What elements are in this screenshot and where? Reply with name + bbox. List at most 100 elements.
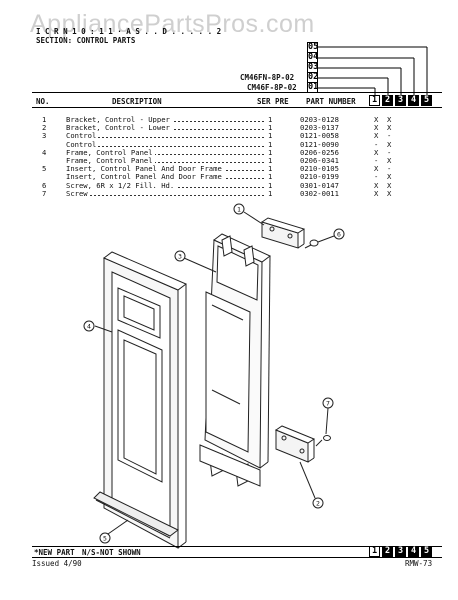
part-qty: 1 (268, 147, 273, 157)
control-panel-frame-drawing (103, 251, 187, 549)
issued-date: Issued 4/90 (32, 559, 82, 568)
dotted-leader (66, 139, 266, 149)
part-qty: 1 (268, 188, 273, 198)
col-head-no: NO. (36, 97, 50, 106)
dotted-leader (66, 147, 266, 157)
screw-7-drawing (315, 435, 331, 447)
callout-2: 2 (316, 500, 320, 508)
dotted-leader (66, 156, 266, 165)
col-head-4: 4 (408, 95, 419, 106)
part-col-1: X (374, 180, 379, 190)
part-col-1: X (374, 115, 379, 124)
part-number: 0206-0256 (300, 147, 339, 157)
part-col-2: X (387, 123, 392, 133)
part-no: 6 (42, 180, 47, 190)
part-col-1: X (374, 188, 379, 198)
col-head-description: DESCRIPTION (112, 97, 162, 106)
footer-not-shown: N/S-NOT SHOWN (82, 548, 141, 557)
part-number: 0121-0090 (300, 139, 339, 149)
part-description: Bracket, Control - Upper (66, 115, 172, 124)
bracket-lower-drawing (274, 425, 316, 463)
part-number: 0210-0199 (300, 172, 339, 182)
part-no: 1 (42, 115, 47, 124)
footer-col-3: 3 (395, 546, 406, 557)
part-no: 4 (42, 147, 47, 157)
part-description: Screw (66, 188, 90, 198)
part-qty: 1 (268, 123, 273, 133)
footer-col-5: 5 (421, 546, 432, 557)
part-qty: 1 (268, 164, 273, 174)
part-col-2: X (387, 115, 392, 124)
part-col-1: X (374, 131, 379, 141)
callout-6: 6 (337, 231, 341, 239)
part-col-1: - (374, 156, 379, 165)
watermark: AppliancePartsPros.com (30, 10, 315, 38)
part-qty: 1 (268, 139, 273, 149)
footer-col-2: 2 (382, 546, 393, 557)
dotted-leader (66, 131, 266, 141)
part-description: Control (66, 139, 99, 149)
part-col-2: - (387, 164, 392, 174)
part-col-2: X (387, 180, 392, 190)
part-description: Insert, Control Panel And Door Frame (66, 172, 224, 182)
callout-3: 3 (178, 253, 182, 261)
footer-new-part: *NEW PART (34, 548, 75, 557)
part-col-2: - (387, 147, 392, 157)
page-code: RMW-73 (405, 559, 433, 568)
part-col-1: X (374, 123, 379, 133)
part-description: Frame, Control Panel (66, 147, 155, 157)
part-description: Screw, 6R x 1/2 Fill. Hd. (66, 180, 177, 190)
part-qty: 1 (268, 180, 273, 190)
footer-col-1: 1 (369, 546, 380, 557)
part-col-2: X (387, 139, 392, 149)
part-qty: 1 (268, 156, 273, 165)
table-header-rule (32, 107, 442, 108)
col-head-part-number: PART NUMBER (306, 97, 356, 106)
part-col-2: X (387, 188, 392, 198)
control-drawing (199, 233, 271, 487)
part-col-2: - (387, 131, 392, 141)
part-no: 2 (42, 123, 47, 133)
footer-bottom-rule (32, 557, 442, 558)
part-no: 3 (42, 131, 47, 141)
part-col-1: - (374, 139, 379, 149)
part-qty: 1 (268, 172, 273, 182)
col-head-1: 1 (369, 95, 380, 106)
part-number: 0203-0137 (300, 123, 339, 133)
table-top-rule (32, 92, 442, 93)
part-number: 0210-0105 (300, 164, 339, 174)
col-head-2: 2 (382, 95, 393, 106)
part-description: Control (66, 131, 99, 141)
part-col-1: X (374, 164, 379, 174)
callout-5: 5 (103, 535, 107, 543)
bracket-upper-drawing (260, 217, 306, 249)
model-label-01: CM46F-8P-02 (247, 83, 297, 92)
part-number: 0301-0147 (300, 180, 339, 190)
part-no: 7 (42, 188, 47, 198)
dotted-leader (66, 188, 266, 198)
part-col-1: - (374, 172, 379, 182)
part-col-2: X (387, 156, 392, 165)
header-line: I C R N 1 0 : 1 1 · A S . . D . . . . . … (36, 27, 222, 36)
col-head-5: 5 (421, 95, 432, 106)
callout-7: 7 (326, 400, 330, 408)
footer-rule (32, 546, 442, 547)
screw-6-drawing (304, 239, 319, 249)
callout-4: 4 (87, 323, 91, 331)
callout-1: 1 (237, 206, 241, 214)
section-title: SECTION: CONTROL PARTS (36, 36, 136, 45)
insert-drawing (93, 491, 179, 539)
part-description: Insert, Control Panel And Door Frame (66, 164, 224, 174)
part-col-2: X (387, 172, 392, 182)
part-number: 0302-0011 (300, 188, 339, 198)
part-number: 0206-0341 (300, 156, 339, 165)
footer-col-4: 4 (408, 546, 419, 557)
part-number: 0203-0128 (300, 115, 339, 124)
col-head-ser-pre: SER PRE (257, 97, 289, 106)
part-col-1: X (374, 147, 379, 157)
part-description: Bracket, Control - Lower (66, 123, 172, 133)
part-no: 5 (42, 164, 47, 174)
col-head-3: 3 (395, 95, 406, 106)
